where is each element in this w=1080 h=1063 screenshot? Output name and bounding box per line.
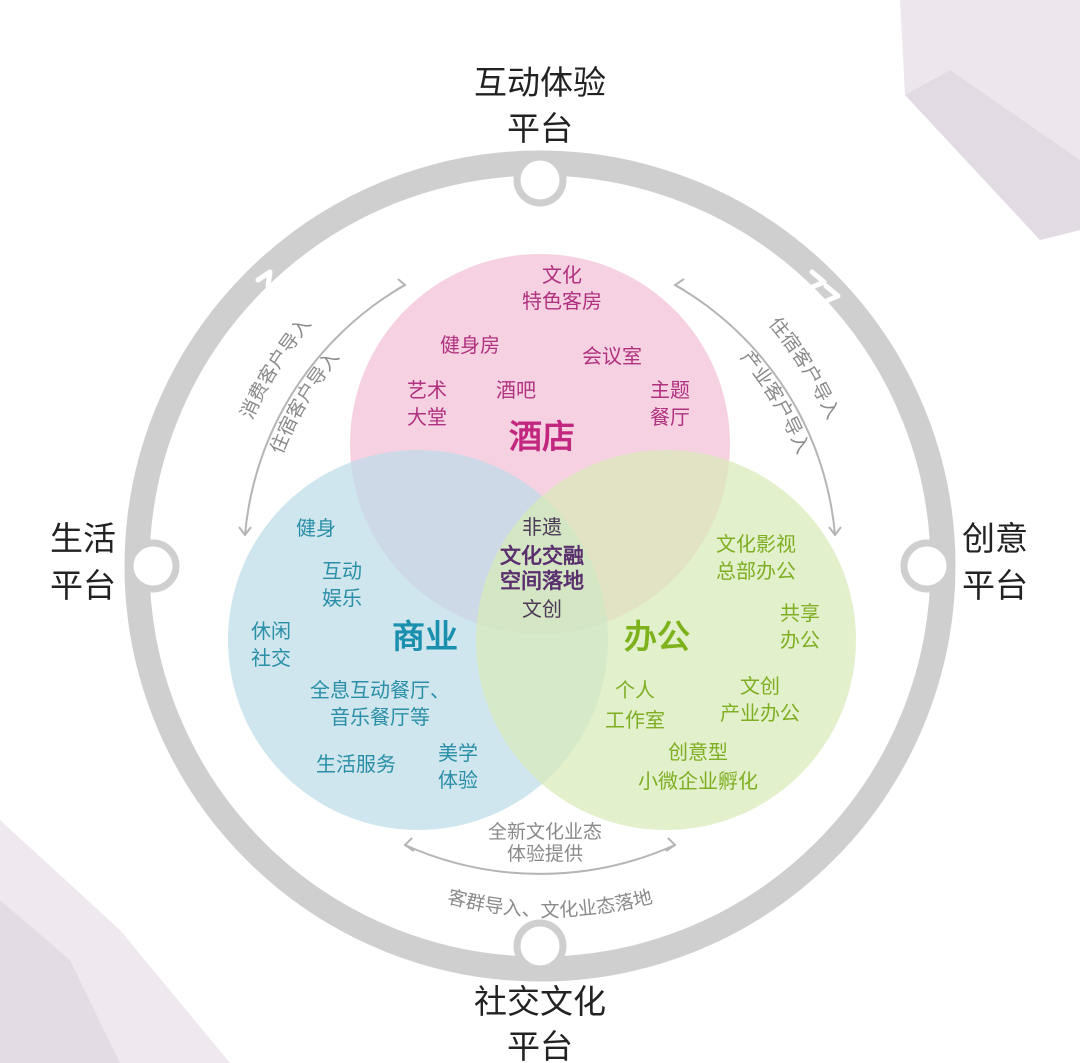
office-label: 办公 [624,617,690,656]
hotel-item-theme-restaurant-1: 主题 [650,378,690,402]
center-top: 非遗 [522,515,562,539]
office-item-industry-1: 文创 [740,674,780,698]
office-item-shared-1: 共享 [780,601,820,625]
ring-arrow-top-right-1 [807,269,827,291]
hotel-item-theme-restaurant-2: 餐厅 [650,405,690,429]
office-item-industry-2: 产业办公 [720,701,800,725]
platform-right-line2: 平台 [962,566,1028,605]
office-circle [476,450,856,830]
flow-arrowhead-bottom-right [665,837,677,852]
commerce-label: 商业 [392,617,458,656]
center-overlap: 非遗 文化交融 空间落地 文创 [500,515,584,621]
hotel-item-bar: 酒吧 [496,378,536,402]
hotel-item-meeting-room: 会议室 [582,344,642,368]
commerce-item-restaurant-1: 全息互动餐厅、 [310,678,450,702]
commerce-items: 健身 互动 娱乐 休闲 社交 商业 全息互动餐厅、 音乐餐厅等 生活服务 美学 … [251,516,478,792]
flow-arrowhead-right-top [673,278,685,291]
commerce-item-restaurant-2: 音乐餐厅等 [330,705,430,729]
platform-bottom-line1: 社交文化 [474,982,606,1021]
flow-label-bottom-inner-1: 全新文化业态 [488,821,602,843]
office-item-studio-2: 工作室 [605,708,665,732]
flow-arrowhead-left-bottom [238,526,252,537]
center-main-2: 空间落地 [500,569,584,593]
hotel-item-culture-room-2: 特色客房 [522,289,602,313]
platform-top-line2: 平台 [507,109,573,148]
hotel-item-culture-room-1: 文化 [542,263,582,287]
office-item-film-hq-1: 文化影视 [716,532,796,556]
commerce-item-entertainment-2: 娱乐 [322,586,362,610]
office-item-incubation-1: 创意型 [668,740,728,764]
node-left [126,539,180,593]
flow-arc-bottom [404,844,676,875]
hotel-item-art-lobby-2: 大堂 [407,405,447,429]
ring-nodes [126,153,954,973]
commerce-item-leisure-2: 社交 [251,646,291,670]
platform-right-line1: 创意 [962,519,1028,558]
flow-label-bottom-outer: 客群导入、文化业态落地 [445,886,654,921]
platform-left-line1: 生活 [50,519,116,558]
flow-arrowhead-bottom-left [403,837,415,852]
platform-top-line1: 互动体验 [474,63,606,102]
ring-arrow-top-right-2 [821,283,841,305]
office-items: 文化影视 总部办公 共享 办公 办公 个人 工作室 文创 产业办公 创意型 小微… [605,532,820,793]
commerce-item-life-service: 生活服务 [316,752,396,776]
flow-label-bottom-inner-2: 体验提供 [507,843,583,865]
commerce-item-aesthetics-2: 体验 [438,768,478,792]
node-bottom [513,919,567,973]
flow-arcs [238,278,842,875]
hotel-items: 文化 特色客房 健身房 会议室 艺术 大堂 酒吧 主题 餐厅 酒店 [407,263,690,456]
flow-arrowhead-left-top [395,278,407,291]
hotel-label: 酒店 [509,417,575,456]
office-item-studio-1: 个人 [615,678,655,702]
commerce-item-fitness: 健身 [296,516,336,540]
commerce-item-leisure-1: 休闲 [251,619,291,643]
flow-label-bottom-outer-path: 客群导入、文化业态落地 [445,886,654,921]
venn [228,254,856,830]
node-top [513,153,567,207]
flow-arrowhead-right-bottom [828,526,842,537]
ring-arrow-bottom-right [805,823,825,845]
office-item-shared-2: 办公 [780,628,820,652]
center-bottom: 文创 [522,597,562,621]
office-item-film-hq-2: 总部办公 [716,559,796,583]
office-item-incubation-2: 小微企业孵化 [638,769,758,793]
flow-arc-right [674,284,836,536]
platform-left-line2: 平台 [50,566,116,605]
hotel-item-art-lobby-1: 艺术 [407,378,447,402]
platform-bottom-line2: 平台 [507,1027,573,1063]
node-right [900,539,954,593]
ring-arrow-top-left [255,269,273,289]
flow-arc-left [244,284,406,536]
ring-arrow-bottom-left [235,801,257,823]
commerce-item-aesthetics-1: 美学 [438,741,478,765]
platform-labels: 互动体验 平台 生活 平台 创意 平台 社交文化 平台 [50,63,1028,1063]
commerce-item-entertainment-1: 互动 [322,559,362,583]
center-main-1: 文化交融 [500,544,584,568]
hotel-item-gym: 健身房 [440,333,500,357]
